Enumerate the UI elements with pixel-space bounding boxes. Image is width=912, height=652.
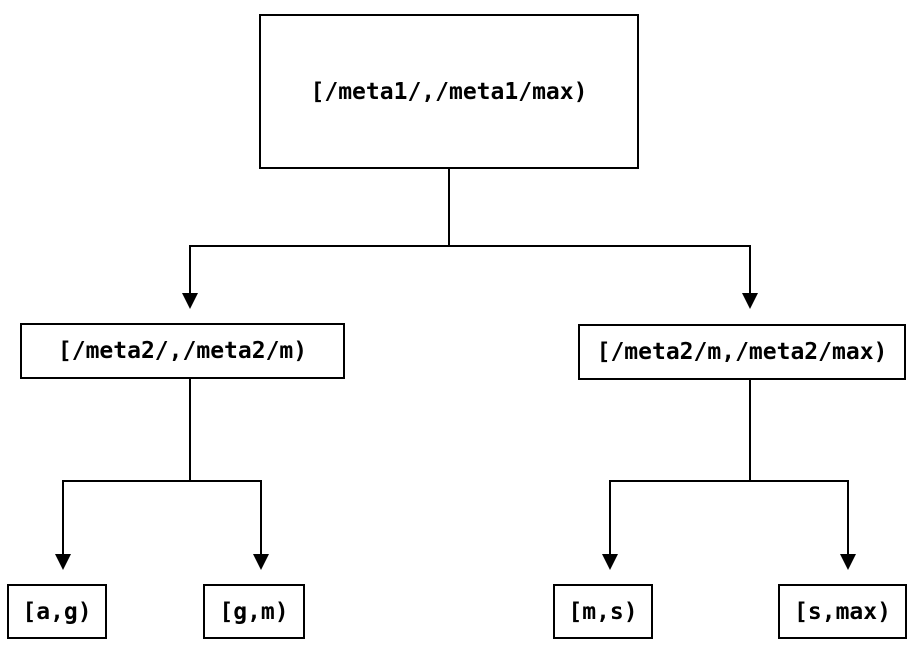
edge-right-children (609, 380, 849, 554)
arrowhead-right-leaf1-icon (602, 554, 618, 570)
node-meta2-right: [/meta2/m,/meta2/max) (578, 324, 906, 380)
node-leaf-ms: [m,s) (553, 584, 653, 639)
arrowhead-right-leaf2-icon (840, 554, 856, 570)
node-leaf-ag: [a,g) (7, 584, 107, 639)
node-meta2-left: [/meta2/,/meta2/m) (20, 323, 345, 379)
node-leaf-smax: [s,max) (778, 584, 907, 639)
node-root: [/meta1/,/meta1/max) (259, 14, 639, 169)
edge-root-children (189, 169, 751, 293)
arrowhead-left-leaf2-icon (253, 554, 269, 570)
arrowhead-left-leaf1-icon (55, 554, 71, 570)
arrowhead-root-right-icon (742, 293, 758, 309)
node-leaf-gm: [g,m) (203, 584, 305, 639)
arrowhead-root-left-icon (182, 293, 198, 309)
edge-left-children (62, 379, 262, 554)
